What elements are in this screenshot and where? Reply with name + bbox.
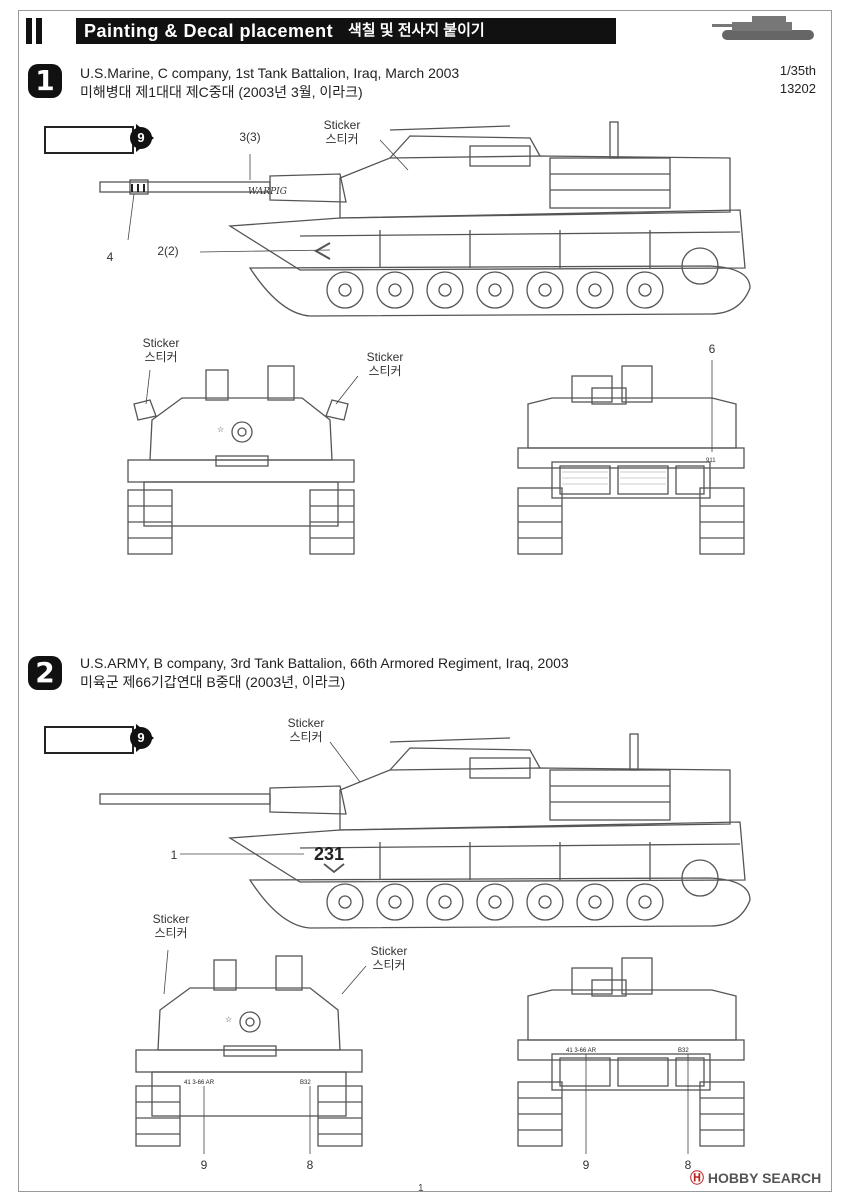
scheme-2-rear-decal-9: 9 — [582, 1158, 590, 1172]
scheme-1-front-sticker-left: Sticker 스티커 — [126, 336, 196, 364]
sticker-label-kr: 스티커 — [368, 364, 402, 378]
scheme-2-front-decal-9: 9 — [200, 1158, 208, 1172]
scheme-2-front-sticker-left: Sticker 스티커 — [136, 912, 206, 940]
star-marking: ☆ — [225, 1015, 232, 1024]
sticker-label-en: Sticker — [142, 336, 180, 350]
watermark-logo-icon: Ⓗ — [690, 1170, 704, 1186]
scheme-1-side-sticker: Sticker 스티커 — [308, 118, 376, 146]
header-tank-icon — [712, 16, 814, 40]
scheme-2-color-swatch — [44, 726, 134, 754]
scheme-1-title-en: U.S.Marine, C company, 1st Tank Battalio… — [80, 65, 460, 81]
sticker-label-en: Sticker — [366, 350, 404, 364]
watermark-text-b: SEARCH — [762, 1170, 822, 1186]
page-title-korean: 색칠 및 전사지 붙이기 — [348, 22, 485, 39]
scheme-1-decal-4: 4 — [106, 250, 114, 264]
scheme-2-rear-decal-8: 8 — [684, 1158, 692, 1172]
star-marking: ☆ — [217, 425, 224, 434]
scheme-2-title-en: U.S.ARMY, B company, 3rd Tank Battalion,… — [80, 655, 569, 671]
front-plate-left: 41 3-66 AR — [184, 1080, 215, 1086]
page-number: 1 — [418, 1183, 424, 1194]
header-bars — [26, 18, 46, 49]
sticker-label-kr: 스티커 — [154, 926, 188, 940]
header-band — [76, 18, 616, 44]
scheme-1-decal-6: 6 — [708, 342, 716, 356]
scheme-2-color-number: 9 — [130, 727, 152, 749]
hull-number-decal: 231 — [314, 844, 344, 864]
sticker-label-kr: 스티커 — [289, 730, 323, 744]
kit-code: 13202 — [779, 81, 816, 96]
scheme-1-rear-view: 911 — [517, 360, 745, 555]
scale-info: 1/35th 13202 — [780, 62, 816, 98]
scheme-2-front-view: ☆ 41 3-66 AR B32 — [135, 950, 367, 1154]
scheme-1-decal-2: 2(2) — [157, 244, 179, 258]
scheme-1-badge: 1 — [28, 64, 62, 98]
scheme-2-front-decal-8: 8 — [306, 1158, 314, 1172]
front-plate-right: B32 — [300, 1080, 311, 1086]
page-frame — [18, 10, 832, 1192]
scheme-1-front-sticker-right: Sticker 스티커 — [350, 350, 420, 378]
scale-ratio: 1/35th — [779, 63, 816, 78]
watermark-text-a: HOBBY — [707, 1170, 759, 1186]
gun-barrel — [99, 181, 271, 193]
scheme-1-front-view: ☆ — [127, 365, 359, 555]
sticker-label-en: Sticker — [370, 944, 408, 958]
scheme-2-rear-view: 41 3-66 AR B32 — [517, 957, 745, 1154]
scheme-2-badge: 2 — [28, 656, 62, 690]
rear-plate-right: B32 — [678, 1048, 689, 1054]
scheme-2-front-sticker-right: Sticker 스티커 — [354, 944, 424, 972]
scheme-2-decal-1: 1 — [170, 848, 178, 862]
rear-plate-left: 41 3-66 AR — [566, 1048, 597, 1054]
scheme-2-side-view: 231 — [99, 733, 751, 929]
scheme-1-color-swatch — [44, 126, 134, 154]
scheme-1-title: U.S.Marine, C company, 1st Tank Battalio… — [80, 64, 459, 102]
sticker-label-kr: 스티커 — [325, 132, 359, 146]
rear-plate-911: 911 — [706, 458, 716, 464]
sticker-label-en: Sticker — [152, 912, 190, 926]
page-title: Painting & Decal placement — [84, 21, 334, 41]
gun-name-decal: WARPIG — [248, 187, 287, 197]
scheme-2-title-kr: 미육군 제66기갑연대 B중대 (2003년, 이라크) — [80, 674, 346, 690]
watermark: Ⓗ HOBBY SEARCH — [690, 1168, 821, 1188]
scheme-1-decal-3: 3(3) — [239, 130, 261, 144]
scheme-2-side-sticker: Sticker 스티커 — [272, 716, 340, 744]
scheme-1-title-kr: 미해병대 제1대대 제C중대 (2003년 3월, 이라크) — [80, 84, 363, 100]
scheme-1-color-number: 9 — [130, 127, 152, 149]
sticker-label-kr: 스티커 — [372, 958, 406, 972]
sticker-label-en: Sticker — [323, 118, 361, 132]
scheme-2-title: U.S.ARMY, B company, 3rd Tank Battalion,… — [80, 654, 569, 692]
sticker-label-kr: 스티커 — [144, 350, 178, 364]
page-header: Painting & Decal placement 색칠 및 전사지 붙이기 — [18, 12, 830, 48]
scheme-1-side-view: WARPIG — [99, 121, 751, 317]
sticker-label-en: Sticker — [287, 716, 325, 730]
